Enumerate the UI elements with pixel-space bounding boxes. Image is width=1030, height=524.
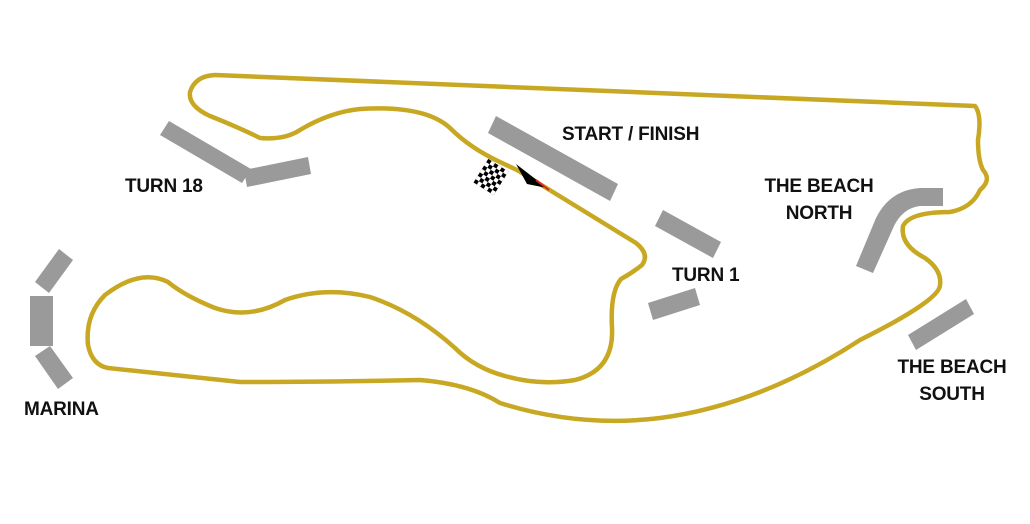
label-turn-18: TURN 18 (125, 173, 203, 200)
label-turn-1: TURN 1 (672, 262, 740, 289)
label-beach-south-line2: SOUTH (919, 384, 985, 405)
grandstand-marina-b (30, 296, 53, 346)
label-marina-text: MARINA (24, 399, 99, 420)
grandstand-turn-1-a (655, 210, 721, 258)
grandstand-start-finish (488, 116, 618, 201)
grandstand-beach-north (856, 188, 943, 273)
grandstand-marina-a (35, 249, 73, 293)
label-beach-north-line1: THE BEACH (764, 176, 874, 197)
label-beach-south-line1: THE BEACH (897, 357, 1007, 378)
label-beach-north: THE BEACH NORTH (757, 173, 881, 227)
label-marina: MARINA (24, 396, 99, 423)
label-start-finish-text: START / FINISH (562, 124, 700, 145)
grandstand-turn-1-b (648, 288, 700, 320)
direction-arrow-icon (516, 164, 550, 191)
race-track (83, 70, 992, 426)
label-turn-1-text: TURN 1 (672, 265, 740, 286)
grandstand-beach-south (908, 299, 974, 350)
grandstand-marina-c (35, 346, 73, 389)
grandstand-turn-18-b (244, 157, 311, 187)
checkered-flag-icon (473, 158, 509, 196)
label-start-finish: START / FINISH (562, 121, 699, 148)
grandstands (30, 116, 974, 389)
label-beach-north-line2: NORTH (785, 203, 853, 224)
label-beach-south: THE BEACH SOUTH (890, 354, 1014, 408)
grandstand-turn-18-a (160, 121, 251, 183)
label-turn-18-text: TURN 18 (125, 176, 203, 197)
